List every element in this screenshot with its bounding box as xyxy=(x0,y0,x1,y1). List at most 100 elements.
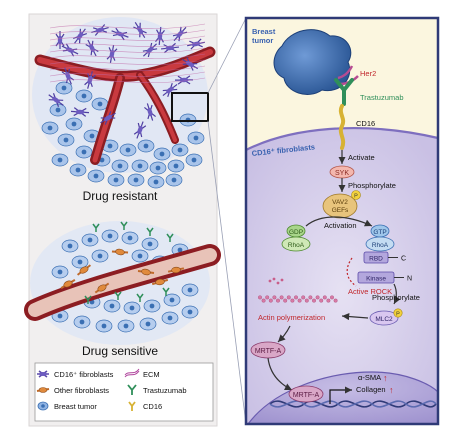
rhoa-active-node xyxy=(365,236,395,252)
zoom-box xyxy=(171,92,209,122)
cd16-icon xyxy=(128,401,136,411)
tumor-cell-nucleus xyxy=(75,167,81,173)
tumor-cell-nucleus xyxy=(55,107,61,113)
mrtfa-cytoplasm-label: MRTF-A xyxy=(255,348,282,355)
other-fibroblast xyxy=(151,278,169,286)
actin-bead xyxy=(301,295,306,300)
other-fibroblast-icon xyxy=(36,387,50,393)
dna-helix xyxy=(269,400,437,408)
transcription-arrow xyxy=(329,386,352,404)
fibroblast-cell xyxy=(246,128,438,424)
activate-label: Activate xyxy=(348,153,375,162)
tumor-cell-nucleus xyxy=(187,287,193,293)
cd16-fibroblast xyxy=(172,26,188,42)
other-fibroblast xyxy=(111,248,129,256)
other-fibroblast xyxy=(167,266,185,274)
legend-label-cd16: CD16 xyxy=(143,402,162,411)
tumor-cell-nucleus xyxy=(61,85,67,91)
ecm-fiber xyxy=(49,71,206,77)
activation-arrow xyxy=(305,216,373,227)
rhoa-inactive-label: RhoA xyxy=(288,242,305,249)
mlc2-label: MLC2 xyxy=(375,316,393,323)
tumor-cell-nucleus xyxy=(155,165,161,171)
vav2-label: VAV2 xyxy=(332,199,348,206)
tumor-cell-nucleus xyxy=(57,157,63,163)
tumor-cell-nucleus xyxy=(167,315,173,321)
ecm-fiber xyxy=(49,53,206,59)
sensitive-tissue-illustration xyxy=(24,221,221,345)
cd16-fibroblast xyxy=(144,103,156,121)
tumor-cell-nucleus xyxy=(177,247,183,253)
tumor-cell-nucleus xyxy=(113,177,119,183)
tumor-cell-nucleus xyxy=(47,125,53,131)
actin-bead xyxy=(326,298,331,303)
legend-label-trastuzumab: Trastuzumab xyxy=(143,386,187,395)
actin-bead xyxy=(268,298,273,303)
tumor-cell-nucleus xyxy=(71,121,77,127)
cd16-fibroblast xyxy=(111,27,129,41)
other-fibroblast xyxy=(76,264,92,276)
phospho-label-mlc2: P xyxy=(396,312,400,318)
cd16-fibroblast xyxy=(48,93,64,107)
tumor-cell-nucleus xyxy=(127,235,133,241)
rhoa-inactive-node xyxy=(281,236,311,252)
ecm-fiber xyxy=(49,41,206,47)
ecm-icon xyxy=(124,368,140,378)
legend: CD16⁺ fibroblasts ECM Other fibroblasts … xyxy=(34,362,214,422)
tumor-cell-nucleus xyxy=(171,177,177,183)
legend-label-breast-tumor: Breast tumor xyxy=(54,402,97,411)
trastuzumab xyxy=(120,221,128,230)
trastuzumab-label: Trastuzumab xyxy=(360,93,404,102)
actin-bead xyxy=(265,295,270,300)
cd16-fibroblast xyxy=(142,42,158,58)
tumor-cell-nucleus xyxy=(137,163,143,169)
ecm-fiber xyxy=(49,47,206,53)
tumor-cell-nucleus xyxy=(77,259,83,265)
cd16-fibroblast xyxy=(160,42,180,54)
rhoa-active-label: RhoA xyxy=(372,242,389,249)
actin-bead xyxy=(294,295,298,300)
tumor-cell-nucleus xyxy=(109,303,115,309)
mlc2-node xyxy=(369,310,399,326)
actin-bead xyxy=(258,295,262,300)
trastuzumab xyxy=(114,291,122,300)
tumor-cell-nucleus xyxy=(123,323,129,329)
trastuzumab xyxy=(162,287,170,296)
actin-bead xyxy=(286,295,291,300)
drug-resistant-label: Drug resistant xyxy=(83,189,158,203)
legend-label-cd16-fibroblasts: CD16⁺ fibroblasts xyxy=(54,370,114,379)
tumor-cell-nucleus xyxy=(129,305,135,311)
tumor-cell-nucleus xyxy=(153,179,159,185)
her2-label: Her2 xyxy=(360,69,376,78)
actin-to-mrtfa-arrow xyxy=(277,325,291,343)
actin-bead xyxy=(272,295,277,300)
tumor-cell-nucleus xyxy=(57,269,63,275)
actin-bead xyxy=(304,298,309,303)
drug-sensitive-label: Drug sensitive xyxy=(82,344,158,358)
tumor-cell-nucleus xyxy=(137,253,143,259)
cd16-fibroblast xyxy=(100,111,116,125)
collagen-up-icon: ↑ xyxy=(389,385,394,395)
cd16-fibroblast xyxy=(133,121,147,139)
tumor-cell-nucleus xyxy=(89,133,95,139)
mrtfa-nucleus-label: MRTF-A xyxy=(293,392,320,399)
tumor-cell-nucleus xyxy=(97,253,103,259)
activation-label: Activation xyxy=(324,221,357,230)
tumor-cell-nucleus xyxy=(81,149,87,155)
alpha-sma-label: α-SMA xyxy=(358,373,381,382)
zoom-connector-top xyxy=(207,17,247,94)
syk-label: SYK xyxy=(335,170,349,177)
mrtfa-translocation-arrow xyxy=(267,357,293,391)
actin-bead xyxy=(319,298,324,303)
tumor-cell-nucleus xyxy=(191,157,197,163)
trastuzumab xyxy=(146,227,154,236)
cd16-fibroblast xyxy=(133,22,147,38)
active-rock-label: Active ROCK xyxy=(348,287,392,296)
actin-bead xyxy=(261,298,266,303)
vav2-gefs-node xyxy=(322,193,358,219)
actin-bead xyxy=(315,295,320,300)
actin-bead xyxy=(290,298,295,303)
other-fibroblast xyxy=(137,268,155,276)
actin-bead xyxy=(330,295,334,300)
